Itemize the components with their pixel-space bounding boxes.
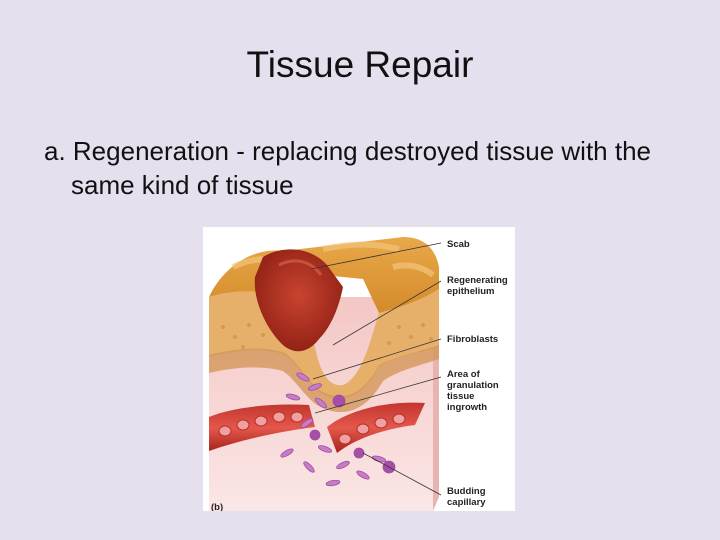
- blood-vessel-left: [209, 404, 315, 451]
- tissue-repair-illustration: Scab Regenerating epithelium Fibroblasts…: [203, 227, 515, 511]
- label-budding: Budding: [447, 486, 486, 497]
- label-tissue: tissue: [447, 391, 474, 402]
- label-leader-lines: [310, 242, 442, 496]
- label-epithelium: epithelium: [447, 286, 495, 297]
- label-scab: Scab: [447, 239, 470, 250]
- blood-vessel-right: [327, 402, 425, 453]
- slide-title: Tissue Repair: [246, 44, 474, 85]
- label-granulation: granulation: [447, 380, 499, 391]
- label-ingrowth: ingrowth: [447, 402, 487, 413]
- fibroblast-cells: [280, 372, 396, 487]
- bullet-regeneration: a. Regeneration - replacing destroyed ti…: [44, 136, 652, 200]
- label-regenerating: Regenerating: [447, 275, 508, 286]
- panel-label: (b): [211, 502, 223, 511]
- label-capillary: capillary: [447, 497, 486, 508]
- label-area-of: Area of: [447, 369, 481, 380]
- scab: [254, 249, 343, 352]
- label-fibroblasts: Fibroblasts: [447, 334, 498, 345]
